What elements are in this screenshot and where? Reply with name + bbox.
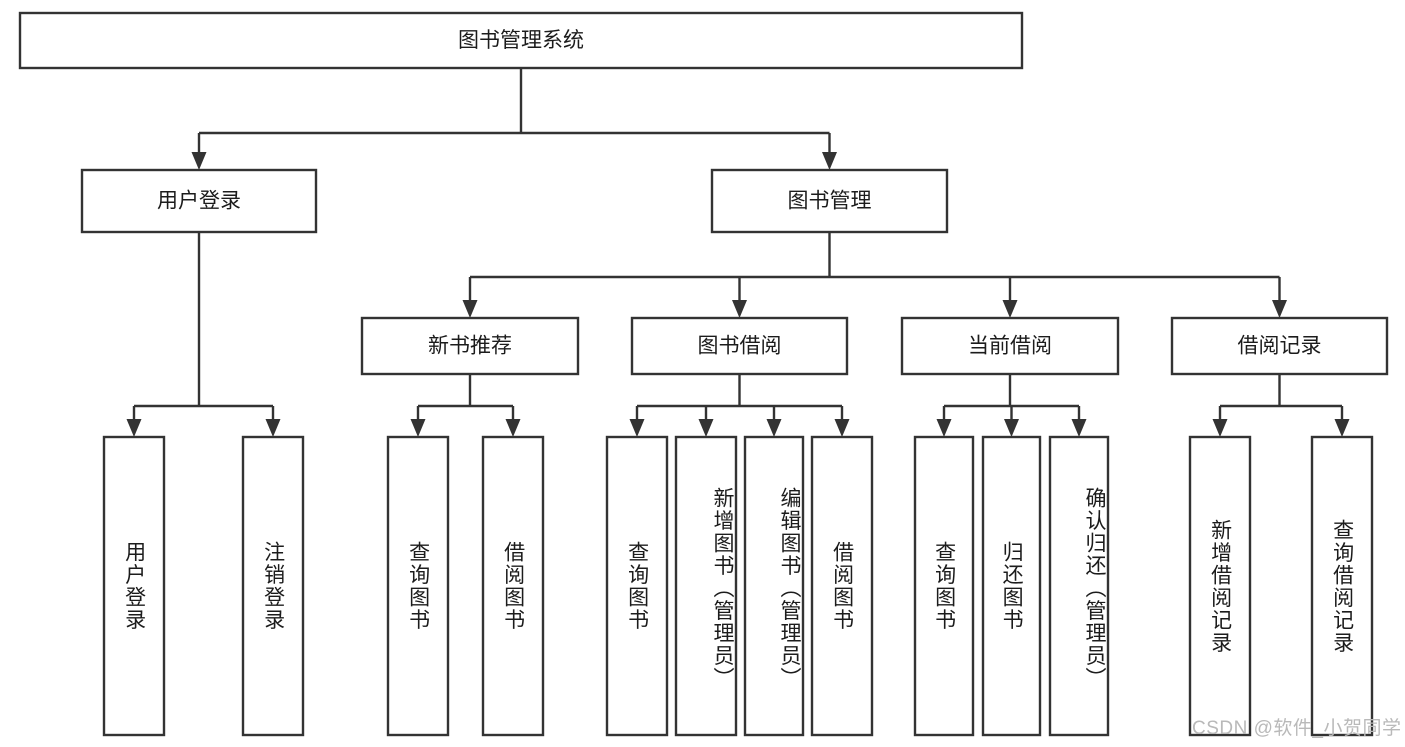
node-root-label: 图书管理系统 xyxy=(458,29,584,52)
node-图书管理-rect[interactable] xyxy=(710,168,949,234)
leaf-node-8[interactable] xyxy=(913,435,975,737)
arrow-head-leaf xyxy=(1212,419,1228,437)
leaf-node-7-rect[interactable] xyxy=(810,435,874,737)
arrow-head-to-用户登录 xyxy=(191,152,207,170)
leaf-node-0[interactable] xyxy=(102,435,166,737)
node-借阅记录-rect[interactable] xyxy=(1170,316,1389,376)
node-借阅记录-label: 借阅记录 xyxy=(1238,335,1322,358)
arrow-head-to-图书借阅 xyxy=(732,300,747,318)
leaf-node-3[interactable] xyxy=(481,435,545,737)
arrow-head-to-当前借阅 xyxy=(1002,300,1018,318)
node-新书推荐-label: 新书推荐 xyxy=(428,335,512,358)
leaf-node-12[interactable] xyxy=(1310,435,1374,737)
node-图书借阅-rect[interactable] xyxy=(630,316,849,376)
leaf-node-6-rect[interactable] xyxy=(743,435,805,737)
leaf-node-8-rect[interactable] xyxy=(913,435,975,737)
node-root[interactable]: 图书管理系统 xyxy=(18,11,1024,70)
node-当前借阅-label: 当前借阅 xyxy=(968,335,1052,358)
arrow-head-leaf xyxy=(126,419,142,437)
leaf-node-2-rect[interactable] xyxy=(386,435,450,737)
arrow-head-leaf xyxy=(265,419,281,437)
leaf-node-5-rect[interactable] xyxy=(674,435,738,737)
arrow-head-leaf xyxy=(1334,419,1350,437)
node-借阅记录[interactable]: 借阅记录 xyxy=(1170,316,1389,376)
arrow-head-leaf xyxy=(1071,419,1087,437)
arrow-head-leaf xyxy=(766,419,782,437)
arrow-head-to-新书推荐 xyxy=(462,300,478,318)
leaf-node-1-rect[interactable] xyxy=(241,435,305,737)
arrow-head-leaf xyxy=(834,419,850,437)
node-图书管理[interactable]: 图书管理 xyxy=(710,168,949,234)
leaf-node-1[interactable] xyxy=(241,435,305,737)
leaf-node-4[interactable] xyxy=(605,435,669,737)
node-当前借阅[interactable]: 当前借阅 xyxy=(900,316,1120,376)
node-图书借阅-label: 图书借阅 xyxy=(698,335,782,358)
leaf-node-11-rect[interactable] xyxy=(1188,435,1252,737)
leaf-node-3-rect[interactable] xyxy=(481,435,545,737)
leaf-node-12-rect[interactable] xyxy=(1310,435,1374,737)
node-当前借阅-rect[interactable] xyxy=(900,316,1120,376)
arrow-head-leaf xyxy=(698,419,714,437)
leaf-node-5[interactable] xyxy=(674,435,738,737)
leaf-node-0-rect[interactable] xyxy=(102,435,166,737)
node-图书管理-label: 图书管理 xyxy=(788,190,872,213)
node-图书借阅[interactable]: 图书借阅 xyxy=(630,316,849,376)
arrow-head-leaf xyxy=(1004,419,1019,437)
arrow-head-to-图书管理 xyxy=(822,152,837,170)
arrow-head-to-借阅记录 xyxy=(1272,300,1287,318)
arrow-head-leaf xyxy=(629,419,645,437)
node-新书推荐[interactable]: 新书推荐 xyxy=(360,316,580,376)
node-用户登录-label: 用户登录 xyxy=(157,190,241,213)
leaf-node-9-rect[interactable] xyxy=(981,435,1042,737)
arrow-head-leaf xyxy=(936,419,952,437)
leaf-node-9[interactable] xyxy=(981,435,1042,737)
leaf-node-4-rect[interactable] xyxy=(605,435,669,737)
leaf-node-7[interactable] xyxy=(810,435,874,737)
leaf-node-2[interactable] xyxy=(386,435,450,737)
leaf-node-11[interactable] xyxy=(1188,435,1252,737)
connectors-layer xyxy=(126,68,1350,437)
leaf-node-10[interactable] xyxy=(1048,435,1110,737)
node-新书推荐-rect[interactable] xyxy=(360,316,580,376)
node-用户登录[interactable]: 用户登录 xyxy=(80,168,318,234)
arrow-head-leaf xyxy=(505,419,521,437)
leaf-node-10-rect[interactable] xyxy=(1048,435,1110,737)
node-root-rect[interactable] xyxy=(18,11,1024,70)
csdn-watermark: CSDN @软件_小贺同学 xyxy=(1192,718,1402,739)
leaf-node-6[interactable] xyxy=(743,435,805,737)
arrow-head-leaf xyxy=(410,419,426,437)
node-用户登录-rect[interactable] xyxy=(80,168,318,234)
